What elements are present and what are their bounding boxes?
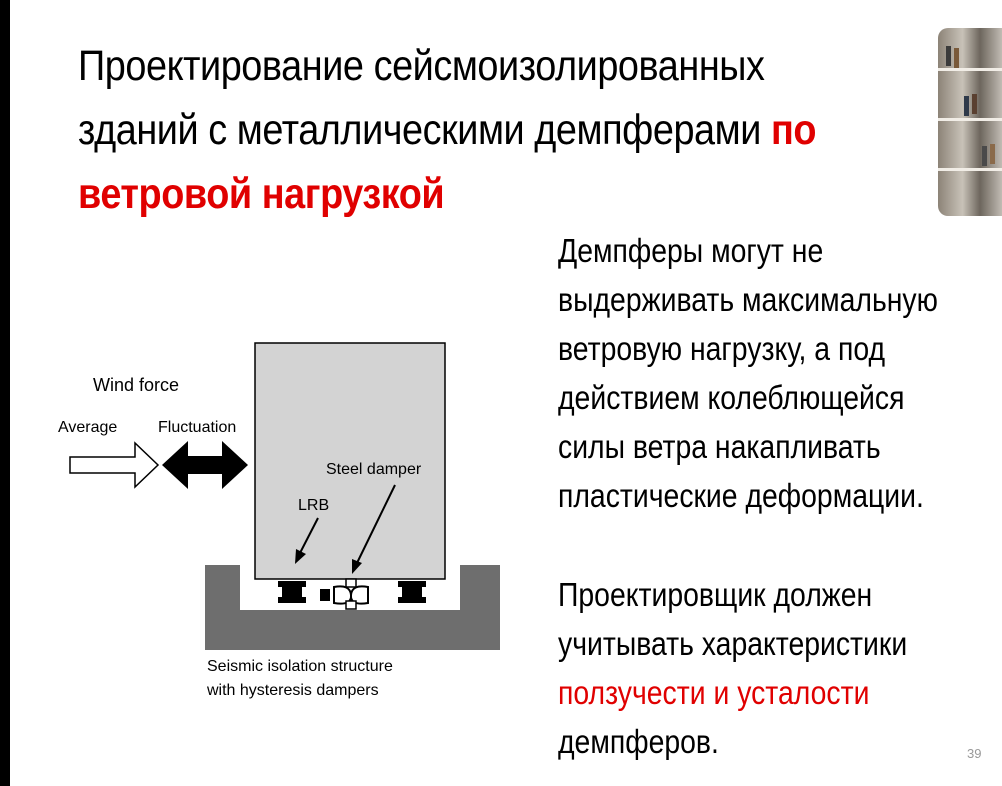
steel-damper-label: Steel damper: [326, 461, 422, 478]
wind-force-label: Wind force: [93, 375, 180, 395]
left-edge-strip: [0, 0, 10, 786]
title-line-2: зданий с металлическими демпферами по: [78, 98, 835, 162]
title-line-3: ветровой нагрузкой: [78, 170, 445, 218]
steel-damper-pointer-head: [352, 559, 362, 574]
fluctuation-arrow: [162, 441, 248, 489]
lrb-pointer-line: [299, 517, 319, 554]
lrb-label: LRB: [298, 497, 330, 514]
average-label: Average: [58, 419, 118, 436]
steel-damper-symbol: [320, 578, 369, 610]
lrb-pointer-head: [295, 549, 306, 564]
average-wind-arrow: [69, 441, 160, 489]
paragraph2-line: Проектировщик должен: [558, 576, 873, 613]
paragraph2-line: учитывать характеристики: [558, 625, 908, 662]
paragraph1-line: действием колеблющейся: [558, 379, 905, 416]
paragraph1-line: выдерживать максимальную: [558, 281, 938, 318]
webcam-overlay: [938, 28, 1002, 216]
slide-body-text: Демпферы могут не выдерживать максимальн…: [558, 226, 1002, 766]
page-number: 39: [967, 746, 982, 761]
paragraph1-line: ветровую нагрузку, а под: [558, 330, 886, 367]
fluctuation-label: Fluctuation: [158, 419, 237, 436]
diagram-caption: Seismic isolation structure with hystere…: [207, 655, 393, 703]
paragraph1-line: Демпферы могут не: [558, 232, 824, 269]
paragraph1-line: пластические деформации.: [558, 477, 924, 514]
steel-damper-pointer-line: [356, 484, 396, 564]
title-line-2-text: зданий с металлическими демпферами: [78, 106, 772, 154]
caption-line-2: with hysteresis dampers: [207, 682, 379, 699]
diagram-svg: [69, 342, 500, 650]
paragraph2-line: демпферов.: [558, 723, 719, 760]
slide-title: Проектирование сейсмоизолированных здани…: [78, 34, 835, 226]
lrb-bearing-right: [398, 581, 426, 603]
seismic-isolation-diagram: Wind force Average Fluctuation Steel dam…: [50, 335, 510, 705]
paragraph2-red-line: ползучести и усталости: [558, 674, 870, 711]
lrb-bearing-left: [278, 581, 306, 603]
title-line-2-red: по: [771, 106, 817, 154]
title-line-1: Проектирование сейсмоизолированных: [78, 42, 765, 90]
caption-line-1: Seismic isolation structure: [207, 658, 393, 675]
paragraph1-line: силы ветра накапливать: [558, 428, 881, 465]
